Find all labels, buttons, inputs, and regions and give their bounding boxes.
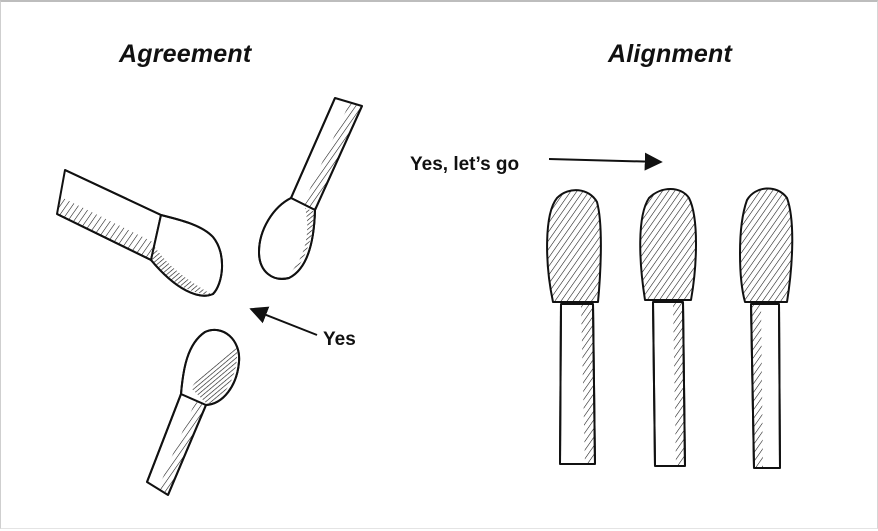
match-upper-left — [57, 170, 222, 296]
agreement-arrow — [251, 309, 317, 335]
match-bottom — [147, 330, 239, 495]
agreement-panel — [57, 98, 362, 495]
alignment-panel — [547, 159, 792, 468]
aligned-match-1 — [547, 190, 601, 464]
lets-go-label: Yes, let’s go — [410, 154, 519, 176]
yes-label: Yes — [323, 329, 356, 351]
aligned-match-3 — [740, 188, 792, 468]
alignment-arrow — [549, 159, 661, 162]
match-upper-right — [259, 98, 362, 279]
aligned-match-2 — [640, 189, 696, 466]
